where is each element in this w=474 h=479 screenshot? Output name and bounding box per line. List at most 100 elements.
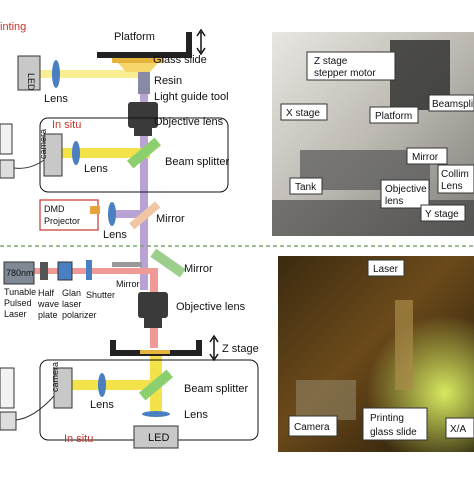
top-label-dmd-line2: Projector (44, 216, 80, 226)
bottom-mirror (150, 248, 186, 278)
top-photo-label-x-stage: X stage (286, 108, 320, 119)
bottom-objective-body (138, 292, 168, 318)
top-label-mirror: Mirror (156, 213, 185, 225)
bottom-camera-lens (98, 373, 106, 397)
top-photo-label-mirror: Mirror (412, 152, 439, 163)
top-photo-label-z-stage-2: stepper motor (314, 68, 376, 79)
top-photo-z-stage-box (306, 51, 396, 81)
top-label-beam-splitter: Beam splitter (165, 156, 230, 168)
top-label-lens-dmd: Lens (103, 229, 127, 241)
top-photo-label-objective-1: Objective (385, 184, 427, 195)
top-resin-vat (118, 63, 158, 72)
top-photo-label-objective-2: lens (385, 196, 403, 207)
top-computer (0, 159, 15, 179)
top-photo-label-platform: Platform (375, 111, 412, 122)
top-photo-labels: Z stage stepper motor X stage Platform B… (280, 51, 474, 222)
bottom-label-laser-2: Tunable (4, 287, 36, 297)
top-camera-box (43, 133, 63, 177)
top-label-resin: Resin (154, 75, 182, 87)
bottom-photo-label-xa: X/A (450, 424, 466, 435)
top-objective-tip (134, 128, 152, 136)
bottom-label-half-1: Half (38, 288, 55, 298)
bottom-label-mirror: Mirror (184, 263, 213, 275)
top-label-lens-camera: Lens (84, 163, 108, 175)
bottom-photo-camera (296, 380, 356, 420)
bottom-photo-label-laser: Laser (373, 264, 399, 275)
top-photo-label-collimator-1: Collim (441, 169, 469, 180)
bottom-label-half-3: plate (38, 310, 58, 320)
top-section-title: inting (0, 21, 26, 33)
bottom-photo-xa-box (445, 417, 474, 439)
top-glass-slide (112, 58, 164, 63)
bottom-printing-slide (140, 350, 170, 354)
top-label-glass-slide: Glass slide (153, 54, 207, 66)
bottom-insitu-label: In situ (64, 433, 93, 445)
top-photo-label-beamsplitter: Beamsplit (432, 99, 474, 110)
top-insitu-box (39, 117, 229, 193)
bottom-label-camera: camera (50, 362, 60, 392)
bottom-photo-laser-box (367, 259, 405, 277)
bottom-monitor (0, 367, 15, 409)
top-z-arrow (196, 28, 206, 56)
bottom-red-beam-horizontal (30, 268, 156, 274)
bottom-label-lens-camera: Lens (90, 399, 114, 411)
top-label-platform: Platform (114, 31, 155, 43)
top-photo-label-tank: Tank (295, 182, 317, 193)
top-insitu-label: In situ (52, 119, 81, 131)
top-photo-beamsplitter-box (428, 94, 474, 112)
top-photo-x-stage-box (280, 103, 328, 121)
top-led-lens (52, 60, 60, 88)
bottom-label-lens-led: Lens (184, 409, 208, 421)
bottom-photo-camera-box (288, 415, 338, 437)
bottom-label-laser-3: Pulsed (4, 298, 32, 308)
top-photo-mirror-box (406, 147, 448, 165)
top-photo-objective-box (380, 179, 430, 209)
top-camera-lens (72, 141, 80, 165)
top-purple-beam-horizontal (110, 210, 144, 218)
bottom-objective-tip (144, 318, 162, 328)
top-monitor (0, 123, 13, 155)
bottom-label-z-stage: Z stage (222, 343, 259, 355)
bottom-led-box (133, 425, 179, 449)
bottom-label-mirror-small: Mirror (116, 279, 140, 289)
bottom-led-lens (142, 411, 170, 417)
bottom-photo-label-printing-2: glass slide (370, 427, 417, 438)
top-objective-body (128, 102, 158, 128)
bottom-z-arrow (209, 334, 219, 362)
bottom-beam-splitter (138, 369, 174, 401)
top-cable (13, 159, 45, 169)
top-yellow-beam-camera (60, 148, 150, 158)
top-yellow-beam-led (26, 70, 140, 78)
bottom-glan-polarizer (57, 261, 73, 281)
bottom-photo-post (395, 300, 413, 390)
top-label-light-guide-tool: Light guide tool (154, 91, 229, 103)
bottom-half-wave-plate (40, 262, 48, 280)
bottom-label-led: LED (148, 432, 169, 444)
bottom-photo-printing-box (362, 407, 428, 441)
bottom-photo-label-camera: Camera (294, 422, 330, 433)
bottom-label-shutter: Shutter (86, 290, 115, 300)
bottom-label-objective-lens: Objective lens (176, 301, 246, 313)
top-light-guide-tool (138, 72, 150, 94)
bottom-label-glan-1: Glan (62, 288, 81, 298)
bottom-label-laser-1: 780nm (6, 268, 34, 278)
top-photo-label-z-stage-1: Z stage (314, 56, 348, 67)
bottom-label-laser-4: Laser (4, 309, 27, 319)
top-label-dmd-line1: DMD (44, 204, 65, 214)
top-label-lens-led: Lens (44, 93, 68, 105)
top-photo-tank-box (289, 177, 323, 195)
top-dmd-box (39, 199, 99, 231)
top-label-led: LED (26, 73, 36, 91)
top-platform (97, 32, 192, 58)
top-mirror (129, 201, 161, 230)
bottom-shutter (86, 260, 92, 280)
top-photo-label-collimator-2: Lens (441, 181, 463, 192)
bottom-cable (15, 395, 55, 421)
bottom-z-stage (110, 340, 202, 356)
bottom-photo-label-printing-1: Printing (370, 413, 404, 424)
top-beam-splitter (126, 137, 162, 169)
bottom-computer (0, 411, 17, 431)
top-dmd-lens (108, 202, 116, 226)
